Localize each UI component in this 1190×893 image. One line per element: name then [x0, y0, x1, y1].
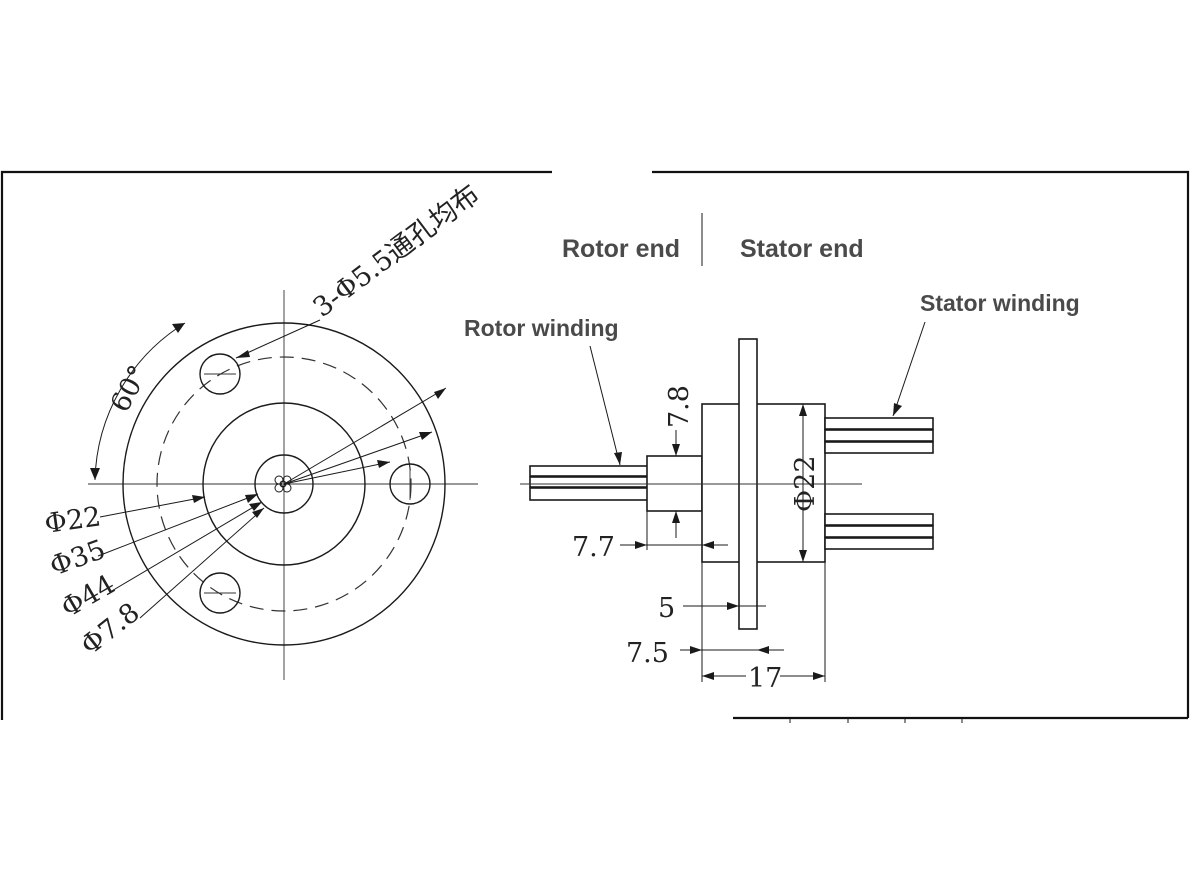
dim-side-7-8-text: 7.8: [664, 385, 695, 428]
rotor-wires: [529, 465, 649, 501]
leader-d35: [97, 493, 259, 557]
rotor-shaft: [646, 455, 703, 512]
rotor-end-label: Rotor end: [562, 235, 680, 263]
dim-side-17-text: 17: [748, 663, 782, 694]
hole-leader: [235, 319, 321, 359]
shaft-circle: [254, 454, 314, 514]
drawing-frame: [0, 170, 1190, 723]
leader-d7-8: [139, 507, 265, 619]
mounting-hole-bottom: [199, 572, 241, 614]
stator-end-label: Stator end: [740, 235, 864, 263]
stator-winding-label: Stator winding: [920, 290, 1080, 316]
side-view: 7.8 Φ22 7.7 5 7.5 17 Rotor end Stator en: [464, 213, 1080, 694]
stator-wires-top: [824, 417, 934, 454]
angle-text: 60°: [105, 360, 155, 417]
dim-d22-text: Φ22: [43, 501, 103, 540]
dim-side-phi22-text: Φ22: [790, 456, 821, 513]
dim-side-7-7-text: 7.7: [572, 532, 615, 563]
angle-arc: [94, 322, 186, 481]
slip-ring-body: [701, 403, 826, 563]
holes-spec-text: 3-Φ5.5通孔均布: [308, 179, 486, 324]
rotor-winding-leader: [589, 345, 621, 466]
front-view: 3-Φ5.5通孔均布 60° Φ22 Φ35 Φ44 Φ7.8: [43, 179, 486, 680]
dim-side-7-5-text: 7.5: [626, 638, 669, 669]
stator-wires-bottom: [824, 513, 934, 550]
rotor-winding-label: Rotor winding: [464, 315, 619, 341]
stator-winding-leader: [892, 321, 926, 417]
leader-d44: [109, 501, 263, 593]
mounting-hole-top: [199, 353, 241, 395]
flange-outer-circle: [122, 322, 446, 646]
leader-d22: [99, 496, 206, 518]
dim-side-5-text: 5: [658, 593, 675, 624]
body-circle: [202, 402, 366, 566]
mounting-hole-right: [389, 463, 431, 505]
